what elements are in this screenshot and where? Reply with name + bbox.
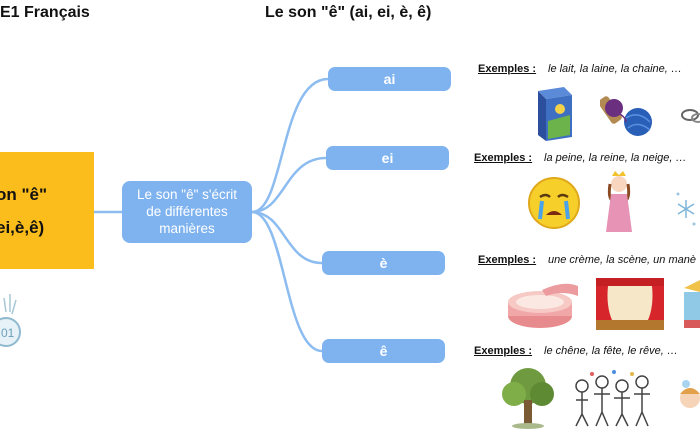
edge-center-e-circ — [251, 210, 323, 353]
edge-center-ai — [251, 77, 329, 214]
root-line-1: on "ê" — [0, 185, 48, 204]
root-node — [0, 152, 94, 269]
oak-tree-icon — [502, 368, 554, 429]
queen-icon — [606, 171, 632, 232]
center-line-2: de différentes — [146, 204, 228, 219]
branch-e-circ: ê — [322, 339, 445, 363]
branch-ai: ai — [328, 67, 451, 91]
examples-label-e-grave: Exemples : — [478, 254, 537, 266]
party-people-icon — [575, 370, 650, 427]
examples-text-ai: le lait, la laine, la chaine, … — [548, 63, 682, 75]
crying-face-icon — [528, 177, 580, 229]
examples-text-e-grave: une crème, la scène, un manè — [548, 254, 696, 266]
chain-icon — [681, 109, 700, 123]
cream-jar-icon — [508, 283, 578, 328]
root-line-2: ei,è,ê) — [0, 218, 45, 237]
examples-label-e-circ: Exemples : — [474, 345, 533, 357]
center-line-3: manières — [159, 221, 215, 236]
examples-label-ai: Exemples : — [478, 63, 537, 75]
examples-text-e-circ: le chêne, la fête, le rêve, … — [544, 345, 678, 357]
svg-text:01: 01 — [1, 326, 15, 340]
edge-center-ei — [251, 156, 327, 214]
page-title: Le son "ê" (ai, ei, è, ê) — [265, 4, 432, 21]
examples-label-ei: Exemples : — [474, 152, 533, 164]
carousel-icon — [684, 280, 700, 328]
center-line-1: Le son "ê" s'écrit — [137, 187, 237, 202]
snowflake-icon — [676, 192, 696, 226]
branch-e-grave: è — [322, 251, 445, 275]
examples-text-ei: la peine, la reine, la neige, … — [544, 152, 687, 164]
center-node: Le son "ê" s'écrit de différentes manièr… — [122, 181, 252, 243]
subject-title: E1 Français — [0, 4, 90, 21]
edge-center-e-grave — [251, 210, 323, 265]
school-logo-icon: 01 — [0, 294, 21, 347]
theater-stage-icon — [596, 278, 664, 330]
dreaming-child-icon — [680, 380, 700, 408]
milk-carton-icon — [538, 87, 572, 141]
yarn-ball-icon — [600, 96, 652, 136]
branch-ei: ei — [326, 146, 449, 170]
